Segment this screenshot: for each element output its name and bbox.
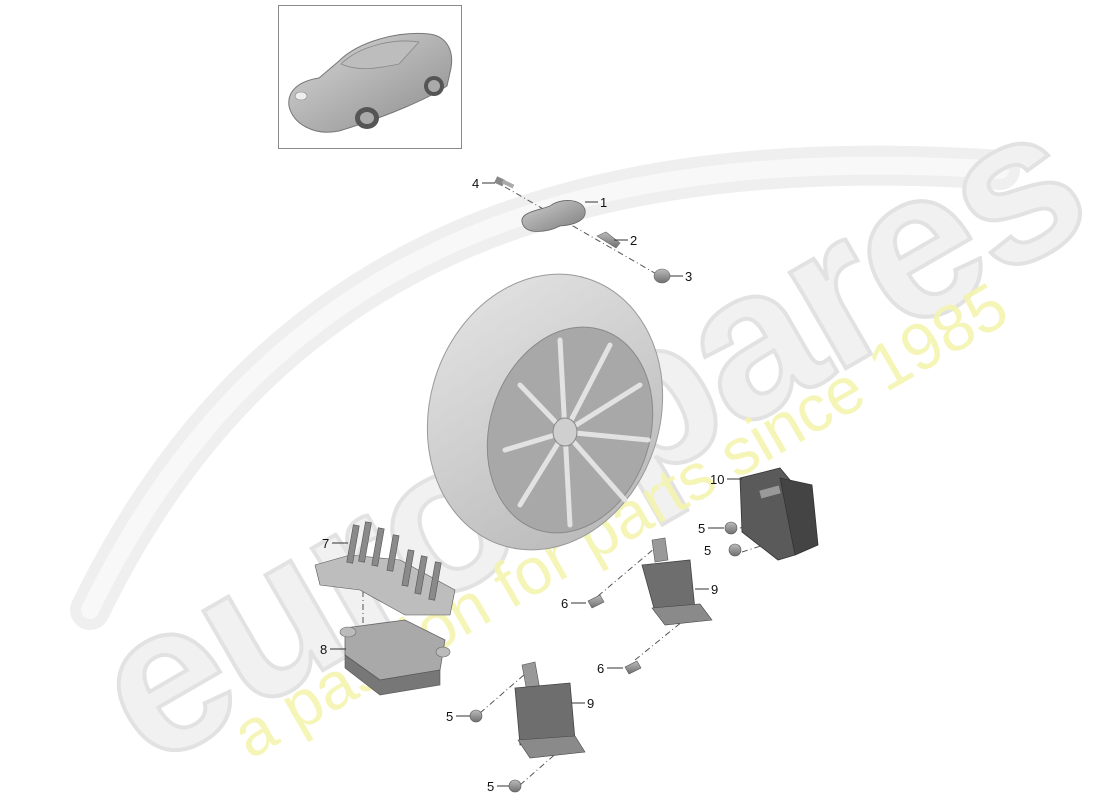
part-2-valve — [596, 231, 621, 249]
part-10-bracket — [739, 467, 819, 561]
part-8-control-unit — [339, 619, 451, 696]
part-5-nut — [508, 779, 522, 793]
callout-6[interactable]: 6 — [597, 661, 605, 676]
vehicle-thumbnail[interactable] — [278, 5, 462, 149]
callout-3[interactable]: 3 — [685, 269, 693, 284]
part-1-sensor — [521, 200, 586, 232]
callout-5[interactable]: 5 — [698, 521, 706, 536]
part-3-valve-cap — [653, 268, 671, 284]
part-5-nut — [469, 709, 483, 723]
callout-7[interactable]: 7 — [322, 536, 330, 551]
part-5-nut — [728, 543, 742, 557]
callout-2[interactable]: 2 — [630, 233, 638, 248]
callout-6[interactable]: 6 — [561, 596, 569, 611]
part-9-antenna-upper — [641, 537, 713, 626]
part-6-rivet — [587, 594, 642, 675]
callout-9[interactable]: 9 — [711, 582, 719, 597]
part-5-nut — [724, 521, 738, 535]
callout-5[interactable]: 5 — [704, 543, 712, 558]
part-4-screw — [494, 176, 515, 189]
callout-10[interactable]: 10 — [710, 472, 725, 487]
car-icon — [288, 32, 453, 133]
part-9-antenna-lower — [514, 661, 586, 759]
callout-9[interactable]: 9 — [587, 696, 595, 711]
callout-5[interactable]: 5 — [487, 779, 495, 794]
callout-8[interactable]: 8 — [320, 642, 328, 657]
wheel-assembly — [426, 273, 664, 551]
callout-5[interactable]: 5 — [446, 709, 454, 724]
part-7-bracket — [314, 521, 456, 616]
callout-1[interactable]: 1 — [600, 195, 608, 210]
callout-4[interactable]: 4 — [472, 176, 480, 191]
